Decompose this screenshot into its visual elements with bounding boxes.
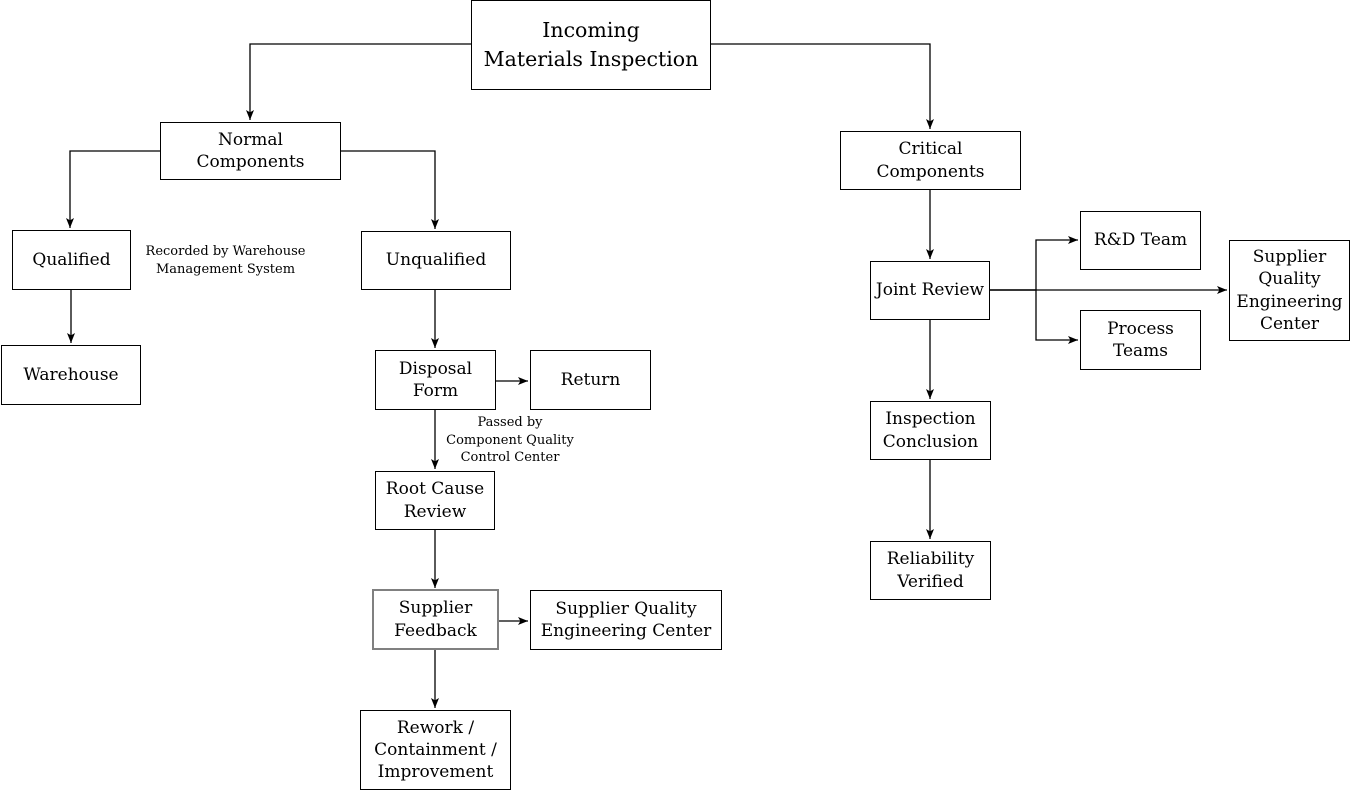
annotation-recorded-by-warehouse: Recorded by Warehouse Management System: [145, 244, 306, 277]
node-reliability-verified: Reliability Verified: [870, 541, 991, 600]
node-label: R&D Team: [1093, 230, 1188, 251]
node-warehouse: Warehouse: [1, 345, 141, 405]
node-rework-containment-improvement: Rework / Containment / Improvement: [360, 710, 511, 790]
node-label: Warehouse: [23, 364, 119, 385]
node-label: Disposal Form: [398, 358, 473, 401]
node-label: Unqualified: [385, 250, 487, 271]
node-root-cause-review: Root Cause Review: [375, 471, 495, 530]
node-label: Supplier Quality Engineering Center: [540, 598, 712, 641]
node-process-teams: Process Teams: [1080, 310, 1201, 370]
node-label: Process Teams: [1107, 318, 1174, 361]
edge-joint-to-processteams: [990, 289, 1078, 344]
node-critical-components: Critical Components: [840, 131, 1021, 190]
edge-incoming-to-critical: [711, 43, 934, 129]
node-label: Critical Components: [876, 139, 985, 182]
node-qualified: Qualified: [12, 230, 131, 290]
node-disposal-form: Disposal Form: [375, 350, 496, 410]
node-joint-review: Joint Review: [870, 261, 990, 320]
node-supplier-quality-engineering-center-right: Supplier Quality Engineering Center: [1229, 240, 1350, 341]
node-label: Supplier Quality Engineering Center: [1236, 247, 1343, 334]
node-label: Rework / Containment / Improvement: [374, 717, 497, 783]
node-label: Return: [560, 369, 621, 390]
node-unqualified: Unqualified: [361, 231, 511, 290]
node-label: Reliability Verified: [886, 549, 975, 592]
node-label: Joint Review: [875, 280, 985, 301]
node-label: Normal Components: [196, 129, 305, 172]
edge-incoming-to-normal: [246, 43, 471, 120]
node-normal-components: Normal Components: [160, 122, 341, 180]
node-label: Root Cause Review: [385, 479, 485, 522]
node-return: Return: [530, 350, 651, 410]
node-label: Inspection Conclusion: [882, 409, 979, 452]
annotation-passed-by-cqcc: Passed by Component Quality Control Cent…: [446, 415, 574, 465]
node-incoming-materials-inspection: Incoming Materials Inspection: [471, 0, 711, 90]
node-supplier-feedback: Supplier Feedback: [372, 589, 499, 650]
node-label: Qualified: [32, 249, 111, 270]
edge-joint-to-rdteam: [990, 236, 1078, 291]
node-label: Supplier Feedback: [394, 598, 477, 641]
node-label: Incoming Materials Inspection: [483, 17, 699, 71]
node-rd-team: R&D Team: [1080, 211, 1201, 270]
edge-normal-to-qualified: [66, 150, 160, 228]
edge-normal-to-unqualified: [341, 150, 439, 229]
node-supplier-quality-engineering-center-left: Supplier Quality Engineering Center: [530, 590, 722, 650]
node-inspection-conclusion: Inspection Conclusion: [870, 401, 991, 460]
